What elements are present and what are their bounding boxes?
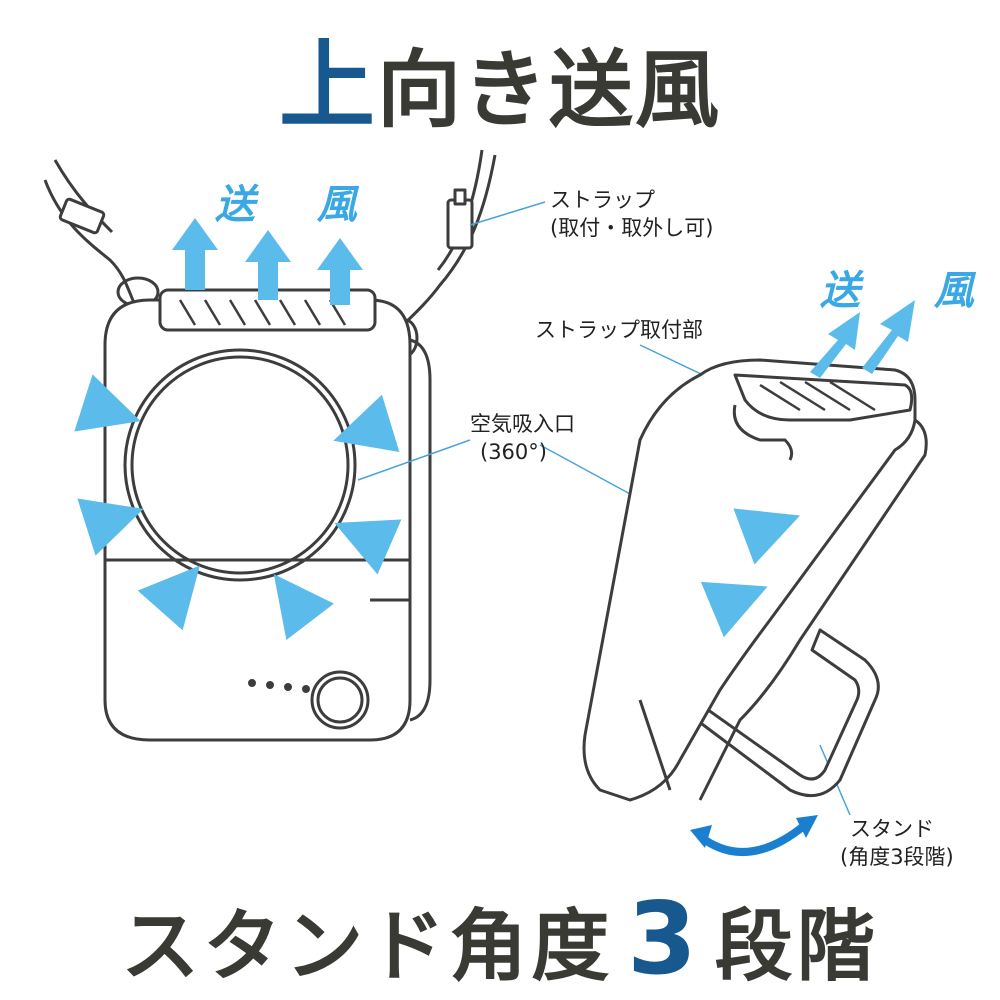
headline-bottom-post: 段階 [714, 902, 879, 992]
air-intake-label: 空気吸入口 (360°) [470, 410, 575, 466]
right-fan [582, 358, 928, 802]
front-grille [123, 348, 357, 582]
air-intake-label-line2: (360°) [480, 440, 547, 464]
wind-label-right: 送 風 [820, 268, 1000, 314]
strap-label: ストラップ (取付・取外し可) [550, 186, 713, 242]
stand-label: スタンド (角度3段階) [840, 815, 954, 871]
wind-label-left: 送 風 [215, 182, 381, 228]
right-strap-cord [396, 154, 497, 332]
right-fan-body [582, 358, 917, 802]
air-intake-label-line1: 空気吸入口 [470, 412, 575, 436]
strap-mount-label: ストラップ取付部 [535, 318, 703, 342]
headline-bottom-pre: スタンド角度 [121, 902, 614, 992]
headline-accent-char: 上 [278, 30, 377, 142]
left-strap-cord [43, 179, 137, 306]
stand-label-line1: スタンド [850, 817, 934, 841]
strap-leader-line [469, 201, 546, 226]
strap-label-line1: ストラップ [550, 188, 655, 212]
headline-bottom-accent: 3 [627, 880, 701, 997]
stand-rotation-arrow [701, 821, 809, 856]
left-wind-arrows [172, 218, 363, 305]
left-intake-arrows [74, 374, 402, 641]
stand-label-line2: (角度3段階) [840, 845, 954, 869]
power-knob [310, 670, 370, 730]
strap-label-line2: (取付・取外し可) [550, 216, 714, 240]
headline-rest: 向き送風 [376, 41, 721, 139]
left-fan-body [103, 298, 412, 742]
right-wind-arrows [810, 300, 915, 378]
intake-leader-line [357, 439, 471, 481]
right-intake-arrows [700, 508, 801, 638]
headline-upward-airflow: 上向き送風 [0, 8, 1000, 147]
